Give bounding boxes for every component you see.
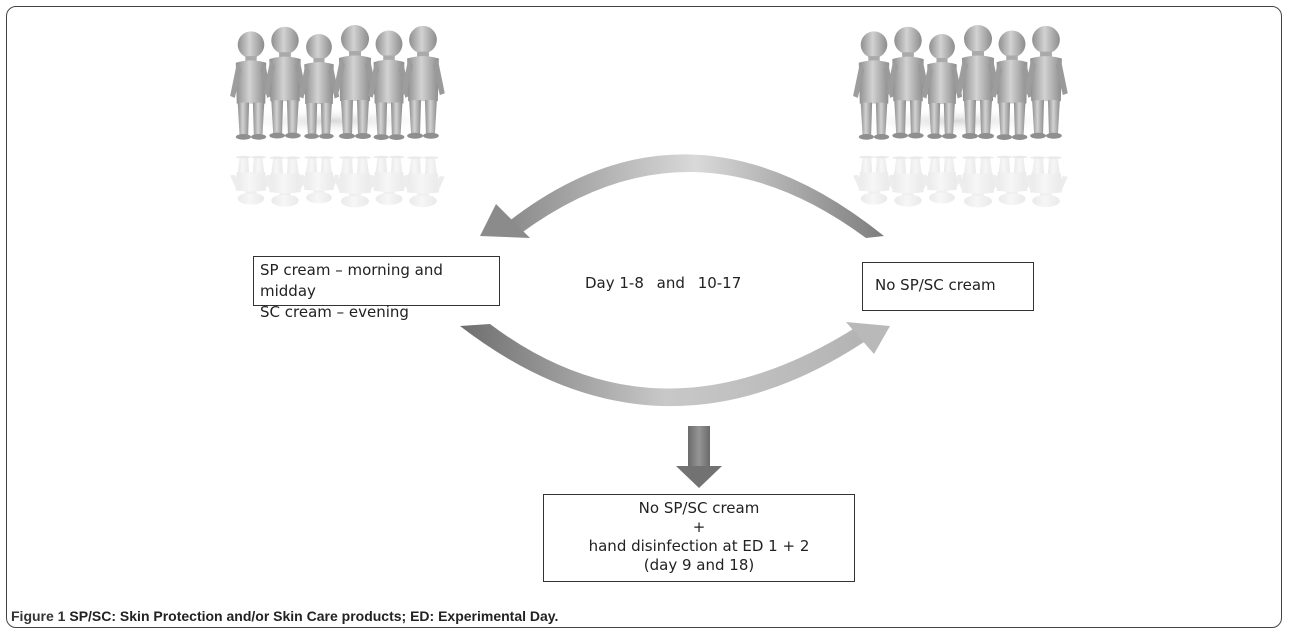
bottom-box-line3: hand disinfection at ED 1 + 2 xyxy=(588,537,810,555)
bottom-curved-arrow xyxy=(460,324,870,407)
down-arrow-shaft xyxy=(688,426,710,468)
center-label-and: and xyxy=(656,274,685,292)
top-curved-arrow xyxy=(508,154,884,238)
caption-text: SP/SC: Skin Protection and/or Skin Care … xyxy=(69,608,559,624)
left-box-line1: SP cream – morning and midday xyxy=(260,261,443,300)
caption-label: Figure 1 xyxy=(11,608,66,624)
center-label-days: Day 1-8 xyxy=(585,274,644,292)
people-group-icon xyxy=(223,25,445,208)
bottom-arrow-head xyxy=(846,322,890,354)
left-box: SP cream – morning and midday SC cream –… xyxy=(253,256,500,321)
right-box-text: No SP/SC cream xyxy=(875,276,996,294)
down-arrow-head xyxy=(676,466,722,488)
bottom-box-line2: + xyxy=(692,518,706,536)
figure-frame xyxy=(6,6,1282,628)
left-box-line2: SC cream – evening xyxy=(260,303,409,321)
top-arrow-head xyxy=(480,204,530,238)
right-box: No SP/SC cream xyxy=(862,262,1034,311)
center-label-days2: 10-17 xyxy=(697,274,742,292)
bottom-box-line1: No SP/SC cream xyxy=(638,499,760,517)
figure-caption: Figure 1 SP/SC: Skin Protection and/or S… xyxy=(11,608,558,624)
people-group-icon xyxy=(846,25,1068,208)
center-label: Day 1-8 and 10-17 xyxy=(585,274,741,292)
bottom-box: No SP/SC cream + hand disinfection at ED… xyxy=(543,494,855,582)
bottom-box-line4: (day 9 and 18) xyxy=(643,556,755,574)
